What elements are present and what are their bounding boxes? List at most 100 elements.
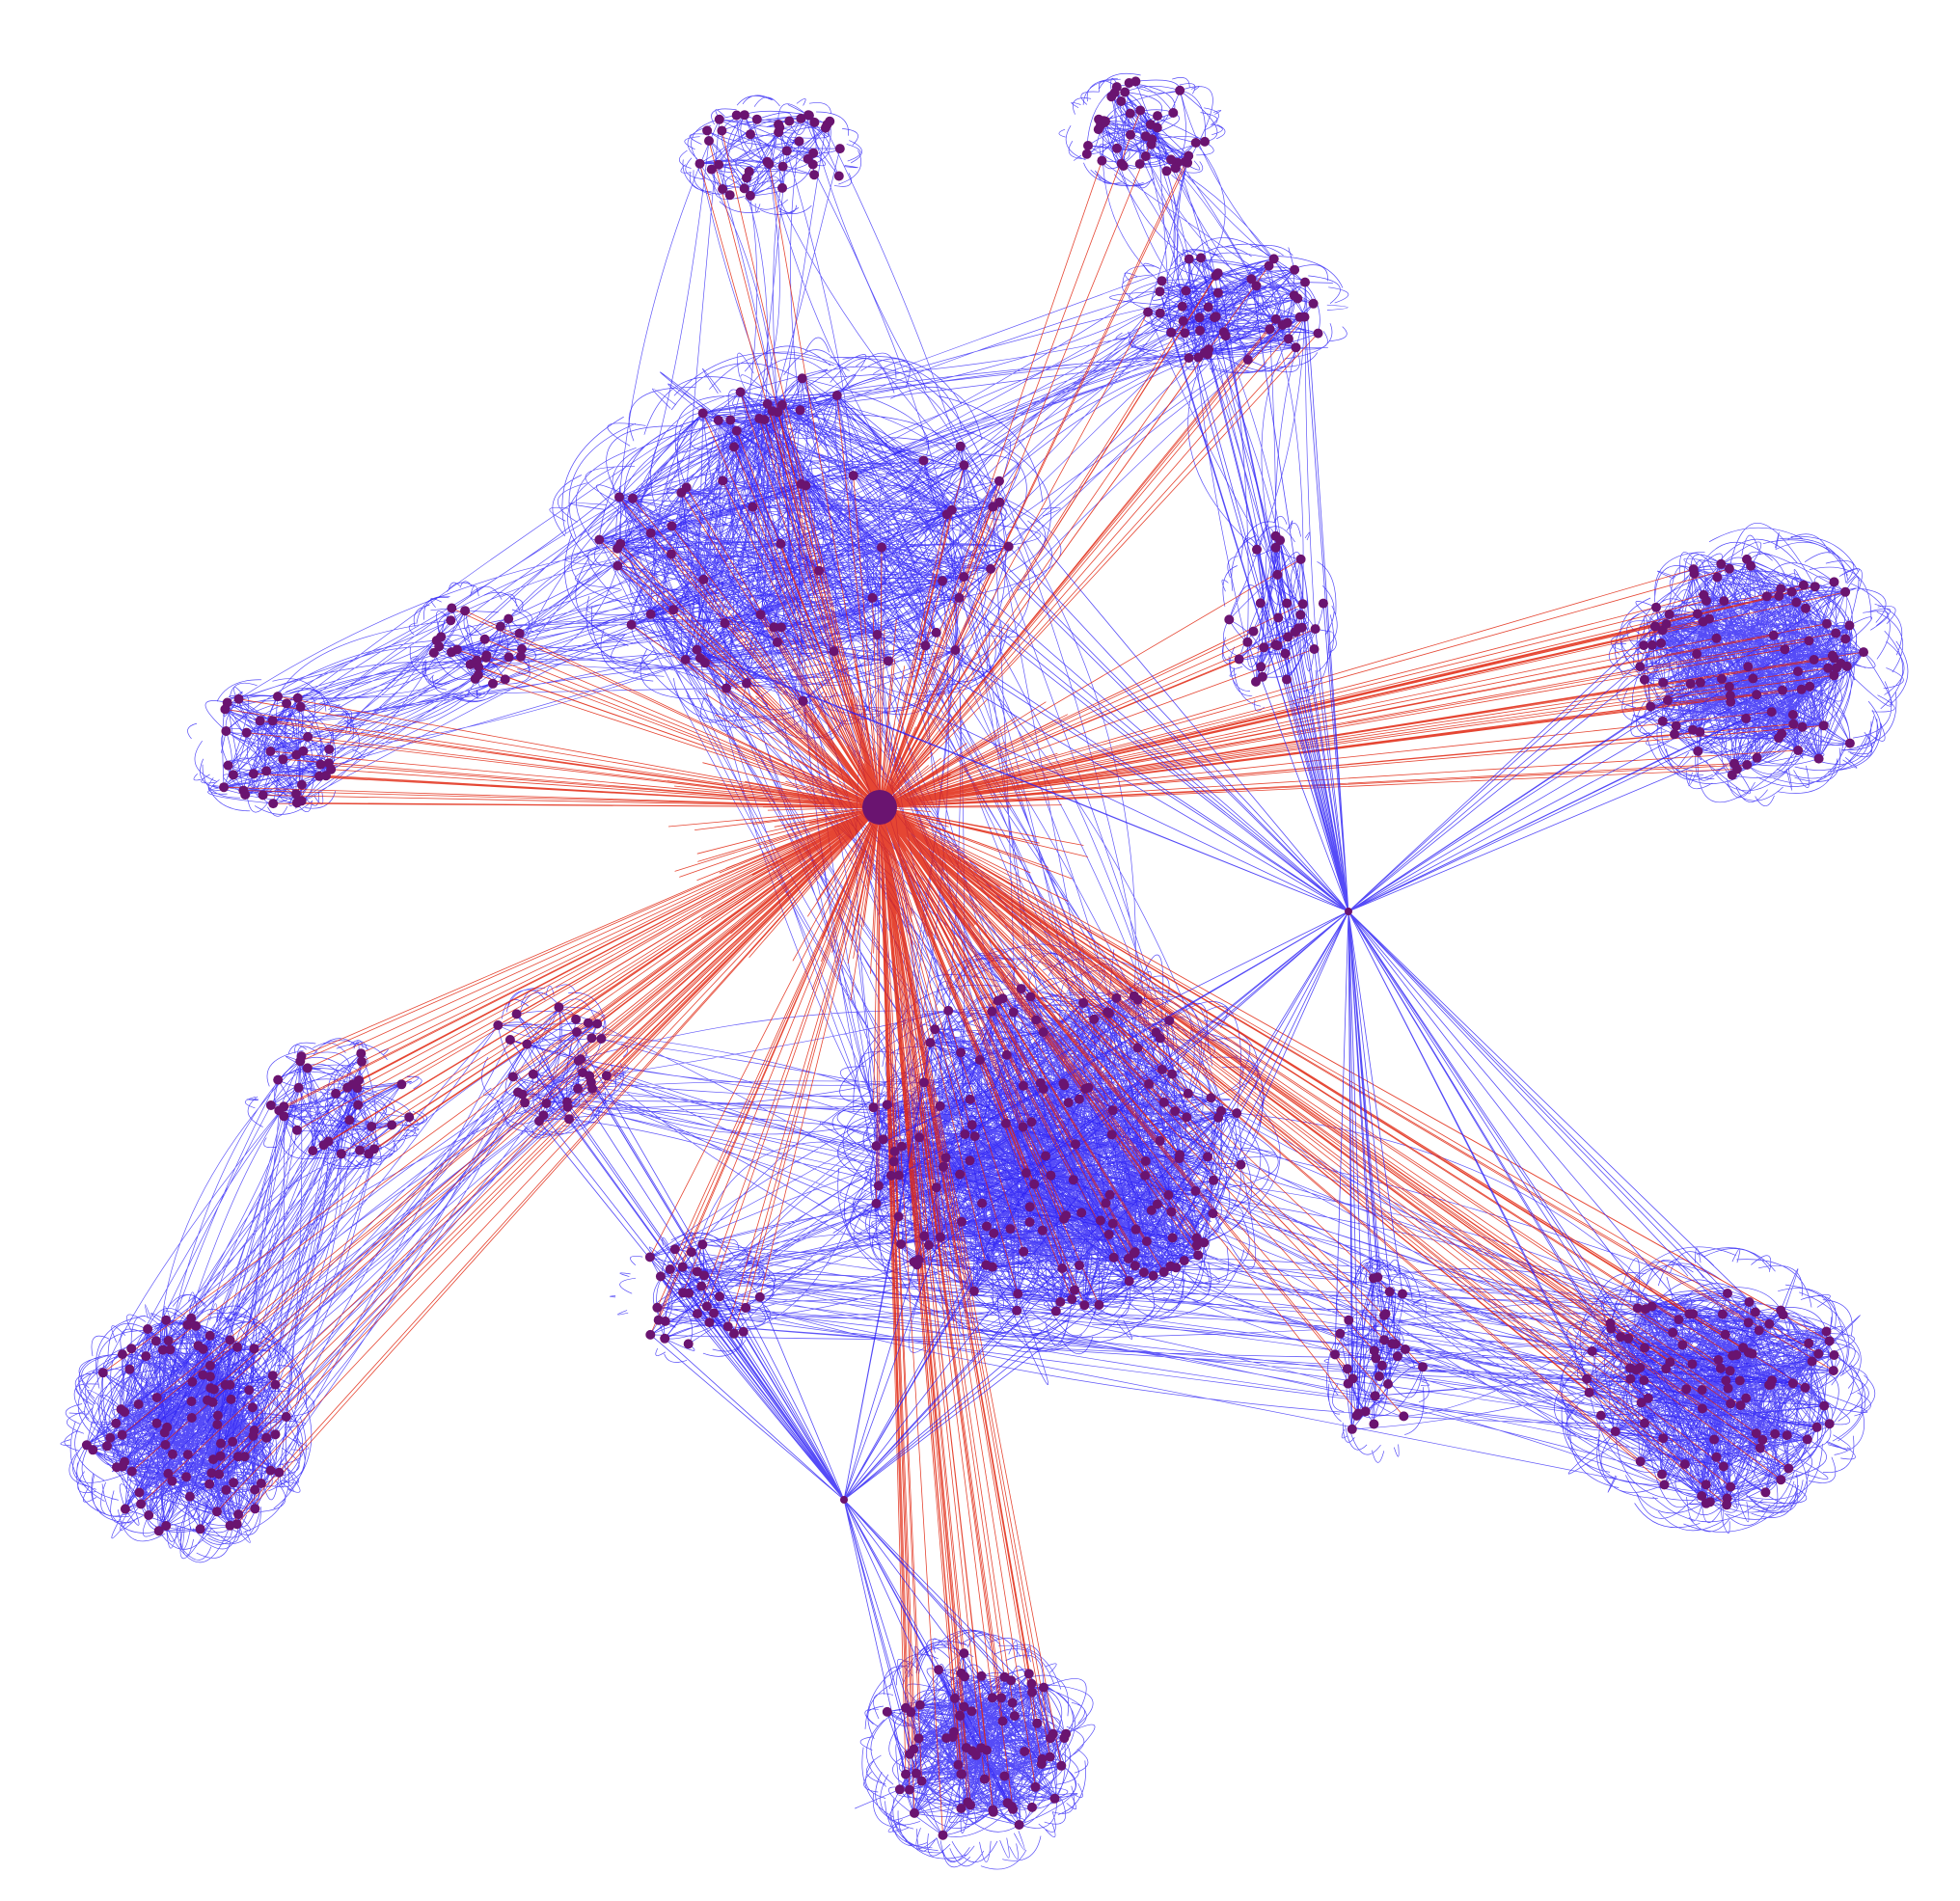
node xyxy=(1148,1270,1158,1281)
node xyxy=(167,1449,177,1459)
node xyxy=(746,129,755,140)
node xyxy=(1735,1400,1746,1411)
node xyxy=(729,442,739,452)
node xyxy=(1103,1230,1114,1239)
node xyxy=(897,1141,907,1152)
node xyxy=(282,698,292,709)
node xyxy=(117,1429,127,1440)
node xyxy=(367,1122,377,1131)
node xyxy=(1101,1198,1111,1208)
node xyxy=(1844,738,1855,748)
node xyxy=(1016,984,1026,994)
node xyxy=(1257,671,1267,682)
node xyxy=(1008,1804,1019,1814)
node xyxy=(596,1034,607,1044)
node xyxy=(1819,1400,1830,1411)
node xyxy=(1766,707,1777,718)
node xyxy=(1216,1105,1226,1116)
node xyxy=(1677,1340,1688,1350)
node xyxy=(221,726,231,736)
node xyxy=(1155,286,1165,297)
node xyxy=(893,1170,904,1181)
node xyxy=(1783,1463,1794,1474)
node xyxy=(831,391,842,400)
node xyxy=(1299,312,1310,322)
node xyxy=(1124,78,1134,88)
node xyxy=(742,173,751,183)
node xyxy=(1704,1497,1715,1507)
node xyxy=(1178,315,1188,326)
node xyxy=(1190,1185,1201,1196)
node xyxy=(913,1733,924,1744)
node xyxy=(1146,1205,1157,1215)
node xyxy=(696,1281,707,1291)
node xyxy=(1635,662,1646,672)
node xyxy=(1080,1083,1091,1094)
node xyxy=(774,120,784,129)
node xyxy=(1668,1327,1678,1338)
node xyxy=(896,1239,907,1249)
node xyxy=(1671,720,1681,731)
node xyxy=(1625,1363,1635,1373)
node xyxy=(1418,1362,1428,1372)
node xyxy=(923,1240,934,1250)
node xyxy=(913,1255,924,1264)
node xyxy=(1768,630,1779,640)
node xyxy=(562,1097,572,1107)
node xyxy=(987,1693,997,1703)
node xyxy=(474,662,484,672)
node xyxy=(1126,129,1135,140)
node xyxy=(1657,1469,1667,1480)
node xyxy=(1715,1363,1726,1373)
node xyxy=(460,606,471,616)
node xyxy=(1823,663,1834,673)
node xyxy=(163,1336,174,1345)
node xyxy=(387,1120,397,1130)
node xyxy=(794,136,804,147)
node xyxy=(1670,729,1679,740)
node xyxy=(1829,670,1839,681)
node xyxy=(500,674,510,685)
node xyxy=(1163,1190,1174,1200)
node xyxy=(989,1228,999,1238)
node xyxy=(938,1161,948,1172)
node xyxy=(1167,1069,1178,1079)
node xyxy=(239,1452,250,1462)
node xyxy=(231,1519,242,1530)
node xyxy=(1014,1820,1024,1830)
node xyxy=(953,1759,964,1770)
node xyxy=(1170,1106,1181,1117)
nodes-cluster-upper-right-small xyxy=(1143,253,1323,365)
node xyxy=(960,1129,970,1139)
node xyxy=(976,1743,987,1753)
node xyxy=(1754,1325,1764,1336)
node xyxy=(1283,632,1293,642)
node xyxy=(965,1155,975,1166)
node xyxy=(261,1432,272,1443)
node xyxy=(182,1450,193,1460)
node xyxy=(585,1071,595,1081)
node xyxy=(776,622,786,633)
node xyxy=(967,1746,977,1756)
node xyxy=(1116,158,1127,169)
node xyxy=(1663,695,1673,705)
node xyxy=(1107,1105,1118,1116)
node xyxy=(1268,254,1279,264)
node xyxy=(1788,719,1799,729)
node xyxy=(1371,1353,1381,1364)
node xyxy=(1824,1419,1835,1429)
node xyxy=(969,1131,980,1142)
node xyxy=(187,1376,198,1387)
node xyxy=(1293,293,1303,304)
node xyxy=(769,622,779,633)
node xyxy=(692,644,702,655)
node xyxy=(795,405,805,416)
node xyxy=(470,673,480,684)
node xyxy=(150,1336,161,1346)
node xyxy=(267,716,278,726)
node xyxy=(798,695,808,706)
node xyxy=(1031,1015,1042,1025)
node xyxy=(208,1384,219,1395)
node xyxy=(1757,1434,1768,1445)
